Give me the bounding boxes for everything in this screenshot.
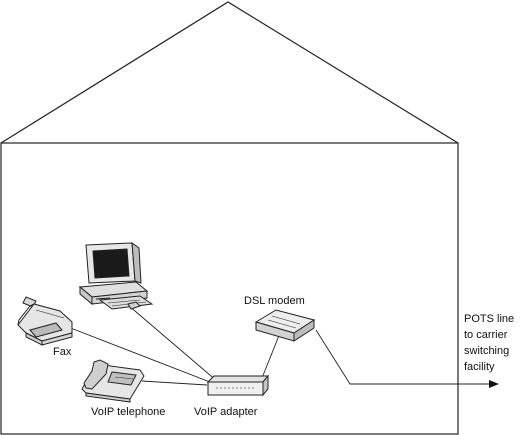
link-adapter-modem (261, 332, 281, 379)
pots-line-label-3: switching (464, 345, 509, 357)
pots-line-label-1: POTS line (464, 313, 514, 325)
voip-telephone-label: VoIP telephone (91, 406, 165, 418)
voip-adapter-label: VoIP adapter (194, 406, 258, 418)
connections (67, 304, 490, 386)
pots-line (315, 329, 490, 385)
arrow-icon (489, 380, 499, 388)
computer-icon (78, 241, 154, 310)
labels: DSL modem Fax VoIP telephone VoIP adapte… (53, 295, 514, 418)
link-computer-adapter (127, 304, 219, 383)
dsl-modem-icon (254, 309, 316, 342)
house-roof (0, 1, 459, 144)
voip-adapter-icon (206, 374, 270, 397)
house-walls (0, 142, 459, 435)
link-telephone-adapter (141, 380, 208, 386)
pots-line-label-2: to carrier (464, 329, 508, 341)
link-fax-adapter (67, 326, 211, 383)
voip-telephone-icon (81, 359, 145, 403)
house-outline (0, 1, 459, 435)
fax-icon (17, 296, 73, 346)
fax-label: Fax (53, 346, 72, 358)
dsl-modem-label: DSL modem (244, 295, 305, 307)
pots-line-label-4: facility (464, 361, 495, 373)
